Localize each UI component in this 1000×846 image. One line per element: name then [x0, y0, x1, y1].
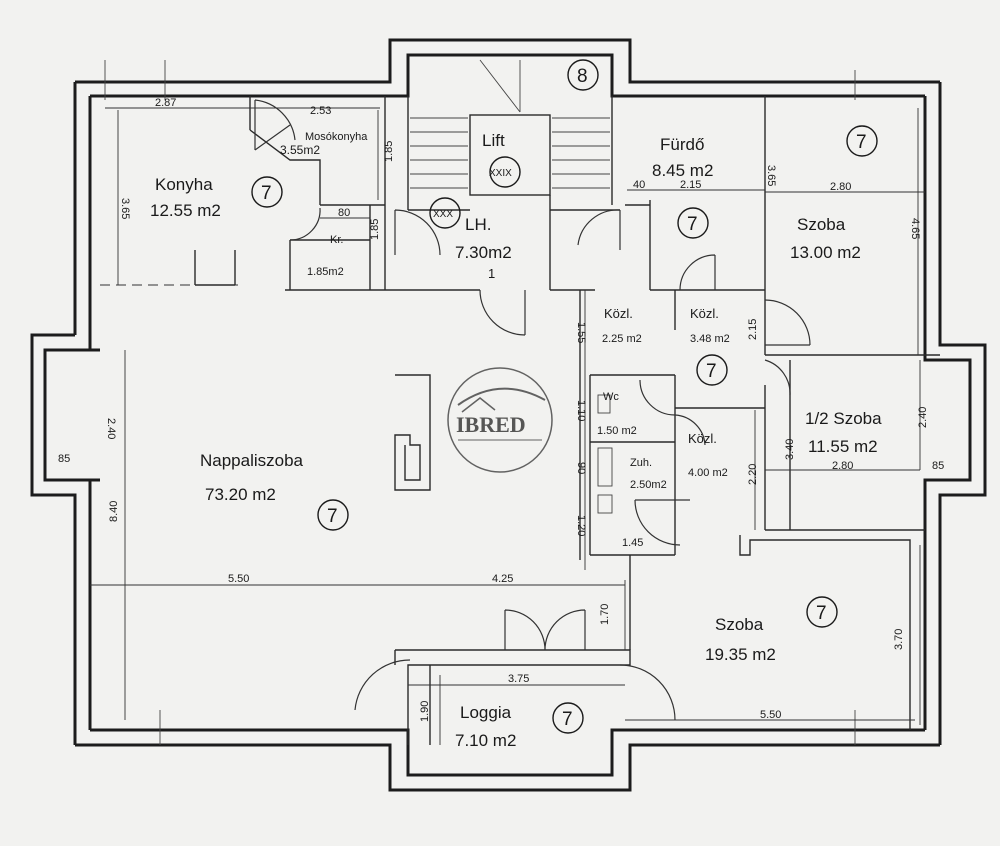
marker-loggia: 7	[562, 709, 573, 730]
stair-treads	[410, 59, 610, 189]
dim-1-20: 1.20	[575, 515, 587, 536]
marker-konyha: 7	[261, 183, 272, 204]
marker-szoba1: 7	[856, 132, 867, 153]
kozl3-area: 4.00 m2	[688, 467, 728, 479]
dim-2-15-a: 2.15	[680, 179, 701, 191]
room-labels: Konyha 12.55 m2 Mosókonyha 3.55m2 Kr. 1.…	[150, 131, 882, 750]
dim-3-75: 3.75	[508, 673, 529, 685]
szoba2-area: 19.35 m2	[705, 645, 776, 664]
dim-1-85-a: 1.85	[383, 141, 395, 162]
dim-2-80-b: 2.80	[832, 460, 853, 472]
zuh-area: 2.50m2	[630, 479, 667, 491]
furdo-name: Fürdő	[660, 135, 704, 154]
dimension-lines	[90, 107, 925, 745]
konyha-area: 12.55 m2	[150, 201, 221, 220]
kozl3-name: Közl.	[688, 431, 717, 446]
dim-90: 90	[575, 462, 587, 474]
szoba1-name: Szoba	[797, 215, 846, 234]
wc-area: 1.50 m2	[597, 425, 637, 437]
interior-walls	[100, 59, 940, 745]
konyha-name: Konyha	[155, 175, 213, 194]
dimension-labels: 2.87 2.53 1.85 3.65 80 1.85 40 2.15 3.65…	[58, 97, 944, 722]
nappali-area: 73.20 m2	[205, 485, 276, 504]
dim-85-a: 85	[932, 460, 944, 472]
marker-nappali: 7	[327, 506, 338, 527]
dim-2-40-a: 2.40	[917, 407, 929, 428]
lh-door-no: 1	[488, 266, 495, 281]
nappali-name: Nappaliszoba	[200, 451, 304, 470]
szoba1-area: 13.00 m2	[790, 243, 861, 262]
lh-name: LH.	[465, 215, 491, 234]
dim-5-50-b: 5.50	[760, 709, 781, 721]
dim-3-65-a: 3.65	[119, 198, 131, 219]
dim-85-b: 85	[58, 453, 70, 465]
dim-2-53: 2.53	[310, 105, 331, 117]
dim-3-65-b: 3.65	[765, 165, 777, 186]
kamra-name: Kr.	[330, 234, 343, 246]
dim-1-10: 1.10	[575, 400, 587, 421]
dim-40: 40	[633, 179, 645, 191]
floor-markers: 7 7 7 7 7 7 7 8 XXIX XXX	[251, 59, 878, 734]
dim-1-55: 1.55	[575, 322, 587, 343]
dim-3-70: 3.70	[893, 629, 905, 650]
dim-5-50-a: 5.50	[228, 573, 249, 585]
watermark-text: IBRED	[456, 412, 526, 437]
dim-4-65: 4.65	[909, 218, 921, 239]
mosokonyha-area: 3.55m2	[280, 143, 320, 157]
marker-kozl: 7	[706, 361, 717, 382]
marker-lift-roman: XXIX	[489, 168, 512, 179]
mosokonyha-name: Mosókonyha	[305, 131, 368, 143]
doors	[254, 99, 811, 721]
zuh-name: Zuh.	[630, 457, 652, 469]
dim-3-40: 3.40	[784, 439, 796, 460]
marker-lh-roman: XXX	[433, 209, 453, 220]
dim-1-90: 1.90	[419, 701, 431, 722]
dim-2-40-b: 2.40	[105, 418, 117, 439]
dim-8-40: 8.40	[108, 501, 120, 522]
lift-name: Lift	[482, 131, 505, 150]
loggia-name: Loggia	[460, 703, 512, 722]
marker-furdo: 7	[687, 214, 698, 235]
wc-name: Wc	[603, 391, 619, 403]
dim-1-45: 1.45	[622, 537, 643, 549]
kamra-area: 1.85m2	[307, 266, 344, 278]
loggia-area: 7.10 m2	[455, 731, 516, 750]
marker-szoba2: 7	[816, 603, 827, 624]
marker-stair: 8	[577, 66, 588, 87]
dim-1-70: 1.70	[599, 604, 611, 625]
exterior-walls	[30, 38, 987, 792]
kozl2-name: Közl.	[690, 306, 719, 321]
dim-2-15-b: 2.15	[747, 319, 759, 340]
dim-4-25: 4.25	[492, 573, 513, 585]
dim-2-87: 2.87	[155, 97, 176, 109]
watermark-logo: IBRED	[447, 367, 553, 473]
felszoba-name: 1/2 Szoba	[805, 409, 882, 428]
furdo-area: 8.45 m2	[652, 161, 713, 180]
dim-80: 80	[338, 207, 350, 219]
dim-1-85-b: 1.85	[369, 219, 381, 240]
kozl1-area: 2.25 m2	[602, 333, 642, 345]
kozl2-area: 3.48 m2	[690, 333, 730, 345]
dim-2-80-a: 2.80	[830, 181, 851, 193]
felszoba-area: 11.55 m2	[808, 437, 878, 456]
dim-2-20: 2.20	[747, 464, 759, 485]
kozl1-name: Közl.	[604, 306, 633, 321]
lh-area: 7.30m2	[455, 243, 512, 262]
szoba2-name: Szoba	[715, 615, 764, 634]
